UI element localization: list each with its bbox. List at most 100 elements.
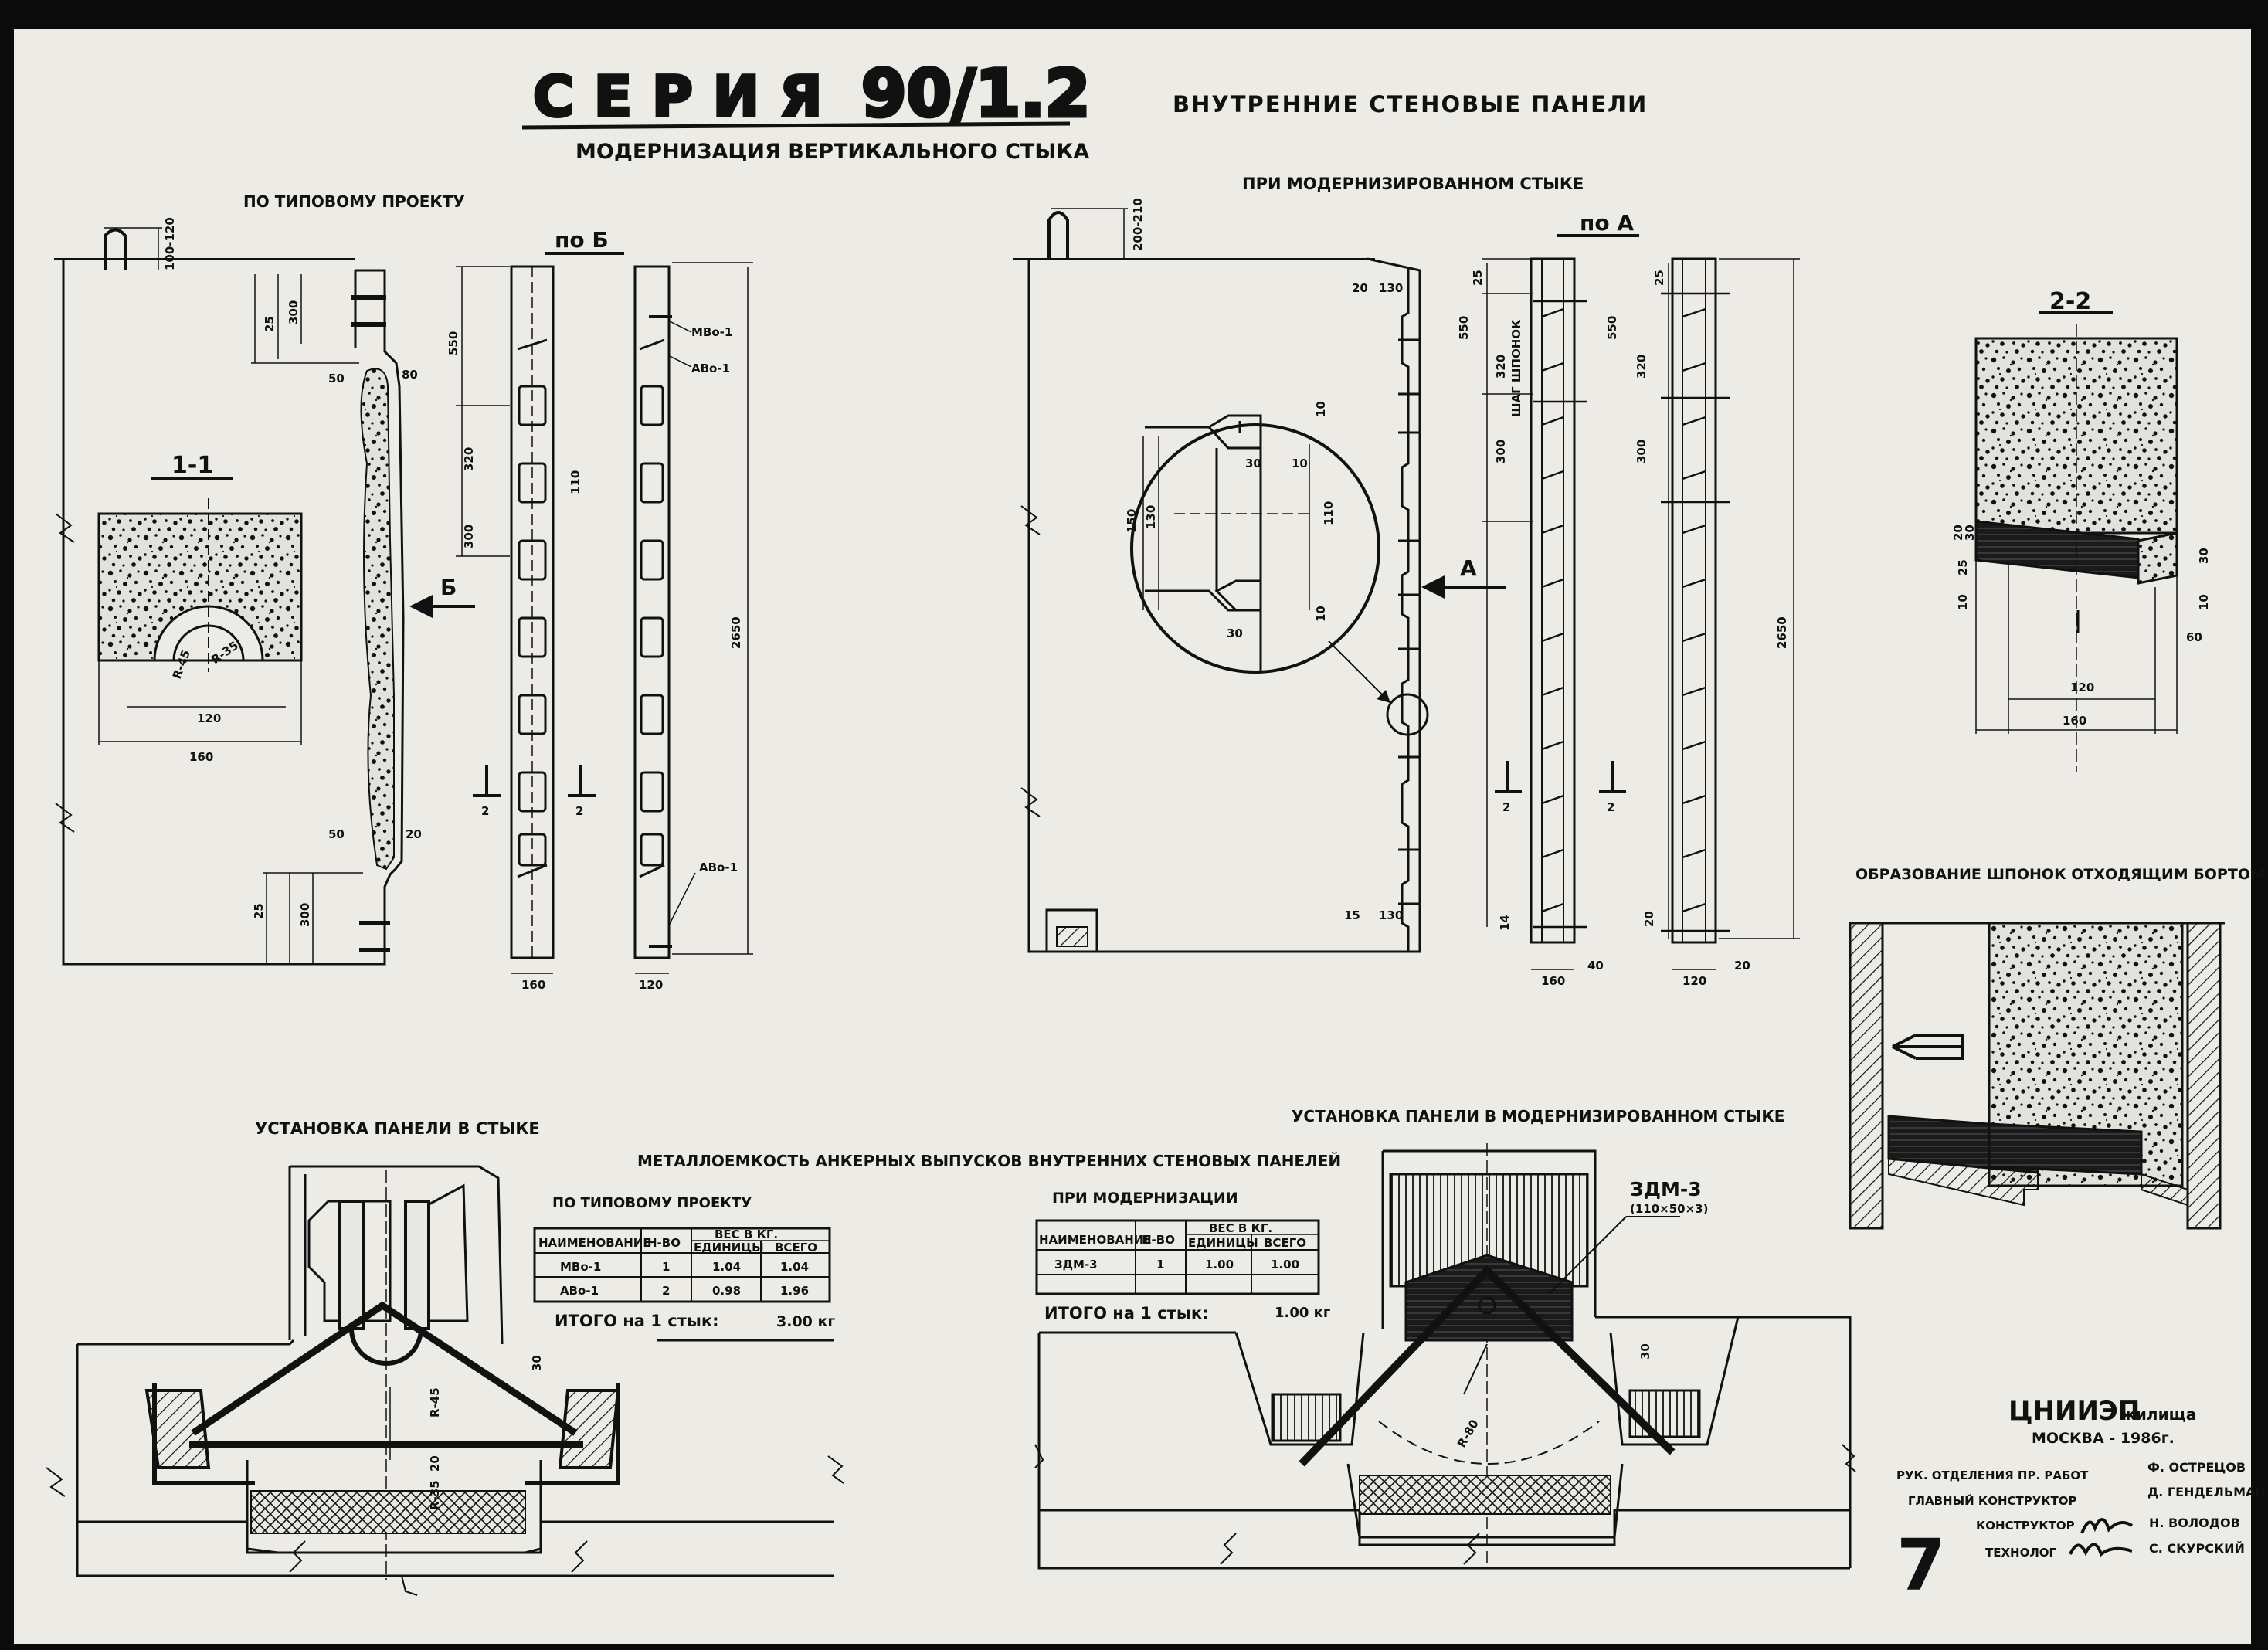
- section-2-2: 2-2 20 30 10 25 30 10 60 120 160: [1951, 288, 2211, 772]
- detail-dim-10b: 10: [1292, 457, 1308, 470]
- r-dim-shag: ШАГ ШПОНОК: [1509, 319, 1523, 417]
- s22-dim-10a: 10: [1956, 594, 1970, 610]
- org-city: МОСКВА - 1986г.: [2032, 1430, 2175, 1447]
- rebar-avo1-bot: АВо-1: [699, 861, 738, 874]
- typ-h-weight: ВЕС В КГ.: [715, 1227, 778, 1241]
- subtitle: МОДЕРНИЗАЦИЯ ВЕРТИКАЛЬНОГО СТЫКА: [575, 140, 1089, 164]
- left-top-dim: 100-120: [163, 217, 177, 270]
- bl-dim-20: 20: [428, 1455, 442, 1472]
- r-dim-300: 300: [1494, 440, 1508, 463]
- s22-dim-120: 120: [2070, 681, 2094, 694]
- section-2-2-label: 2-2: [2049, 288, 2091, 315]
- detail-dim-150: 150: [1125, 509, 1139, 533]
- modern-total-value: 1.00 кг: [1275, 1305, 1330, 1321]
- detail-dim-130: 130: [1144, 505, 1158, 529]
- stripA1-keys: [1533, 300, 1587, 929]
- signature-1: [2080, 1518, 2134, 1534]
- install-typical-title: УСТАНОВКА ПАНЕЛИ В СТЫКЕ: [255, 1119, 540, 1138]
- bl-dim-30: 30: [530, 1355, 544, 1371]
- typ-r1-unit: 1.04: [712, 1260, 741, 1274]
- callout-zdm3-size: (110×50×3): [1630, 1202, 1708, 1216]
- mark-2-left-b: 2: [575, 804, 583, 818]
- s22-dim-20: 20: [1951, 525, 1965, 541]
- mod-h-qty: Н-ВО: [1142, 1233, 1175, 1247]
- installation-modernized: УСТАНОВКА ПАНЕЛИ В МОДЕРНИЗИРОВАННОМ СТЫ…: [1034, 1107, 1856, 1570]
- s22-dim-25: 25: [1956, 559, 1970, 575]
- right-top-dim: 200-210: [1131, 198, 1145, 251]
- section-1-1-label: 1-1: [171, 452, 213, 479]
- panel-dim-130-bot: 130: [1379, 908, 1403, 922]
- dim-left-25: 25: [263, 316, 277, 332]
- sheet-number: 7: [1896, 1524, 1946, 1607]
- arrow-label-A: А: [1460, 555, 1477, 581]
- typ-h-name: НАИМЕНОВАНИЕ: [538, 1236, 651, 1250]
- typ-h-total: ВСЕГО: [775, 1241, 817, 1254]
- mod-r1-unit: 1.00: [1205, 1258, 1234, 1271]
- detail-dim-30a: 30: [1245, 457, 1261, 470]
- mod-r1-name: ЗДМ-3: [1054, 1258, 1098, 1271]
- title-block: ЦНИИЭП жилища МОСКВА - 1986г. РУК. ОТДЕЛ…: [1896, 1396, 2266, 1607]
- name-1: Ф. ОСТРЕЦОВ: [2147, 1460, 2246, 1475]
- mod-r1-qty: 1: [1156, 1258, 1164, 1271]
- dim-left-300b: 300: [298, 903, 312, 927]
- modern-table: НАИМЕНОВАНИЕ Н-ВО ВЕС В КГ. ЕДИНИЦЫ ВСЕГ…: [1035, 1219, 1320, 1295]
- r2-dim-320: 320: [1635, 355, 1648, 379]
- rebar-avo1-top: АВо-1: [691, 362, 730, 375]
- mod-h-unit: ЕДИНИЦЫ: [1188, 1236, 1258, 1250]
- forming-title: ОБРАЗОВАНИЕ ШПОНОК ОТХОДЯЩИМ БОРТОМ: [1855, 866, 2265, 883]
- metal-usage-section: МЕТАЛЛОЕМКОСТЬ АНКЕРНЫХ ВЫПУСКОВ ВНУТРЕН…: [533, 1152, 1341, 1330]
- joint-grout-strip: [360, 368, 395, 871]
- stripA2-keys: [1661, 292, 1730, 932]
- modern-table-title: ПРИ МОДЕРНИЗАЦИИ: [1052, 1190, 1238, 1207]
- modern-total-label: ИТОГО на 1 стык:: [1044, 1304, 1208, 1322]
- bl-dim-r45: R-45: [428, 1387, 442, 1417]
- role-1: РУК. ОТДЕЛЕНИЯ ПР. РАБОТ: [1896, 1468, 2089, 1482]
- typ-r2-qty: 2: [662, 1284, 670, 1298]
- installation-typical: УСТАНОВКА ПАНЕЛИ В СТЫКЕ 30 R-45 R-35 20: [46, 1119, 844, 1596]
- role-2: ГЛАВНЫЙ КОНСТРУКТОР: [1908, 1493, 2077, 1508]
- mark-2-right-a: 2: [1502, 800, 1510, 814]
- view-B-label: по Б: [555, 227, 609, 253]
- stripA2-20: 20: [1734, 959, 1750, 973]
- install-modern-title: УСТАНОВКА ПАНЕЛИ В МОДЕРНИЗИРОВАННОМ СТЫ…: [1292, 1107, 1784, 1125]
- org-sub: жилища: [2120, 1405, 2196, 1424]
- detail-dim-30b: 30: [1227, 626, 1243, 640]
- mark-2-right-b: 2: [1607, 800, 1614, 814]
- grout-bed-typical: [250, 1490, 526, 1534]
- r2-dim-20: 20: [1642, 911, 1656, 927]
- typ-r2-name: АВо-1: [560, 1284, 599, 1298]
- metal-usage-title: МЕТАЛЛОЕМКОСТЬ АНКЕРНЫХ ВЫПУСКОВ ВНУТРЕН…: [637, 1152, 1341, 1170]
- dim-2650-left: 2650: [729, 616, 743, 649]
- r-dim-550: 550: [1457, 316, 1471, 340]
- typ-r1-name: МВо-1: [560, 1260, 601, 1274]
- strip2-width: 120: [639, 978, 663, 992]
- detail-magnifier: [1130, 423, 1380, 674]
- panel-dim-20: 20: [1352, 281, 1368, 295]
- callout-zdm3: ЗДМ-3: [1630, 1178, 1702, 1200]
- typical-total-label: ИТОГО на 1 стык:: [555, 1312, 718, 1330]
- dim-left-80: 80: [402, 368, 418, 382]
- typ-r1-total: 1.04: [780, 1260, 809, 1274]
- typical-table-title: ПО ТИПОВОМУ ПРОЕКТУ: [552, 1195, 752, 1211]
- mod-r1-total: 1.00: [1271, 1258, 1299, 1271]
- typical-project-drawings: ПО ТИПОВОМУ ПРОЕКТУ 100-120 25 300 50 80: [54, 192, 753, 992]
- mod-h-weight: ВЕС В КГ.: [1209, 1221, 1272, 1235]
- r2-dim-300: 300: [1635, 440, 1648, 463]
- r2-dim-25: 25: [1652, 270, 1666, 286]
- dim-left-50b: 50: [328, 827, 345, 841]
- strip2-keys: [640, 385, 664, 867]
- dim-300: 300: [462, 525, 476, 548]
- s22-dim-10b: 10: [2197, 594, 2211, 610]
- arrow-label-B: Б: [440, 575, 457, 600]
- dim-550: 550: [446, 331, 460, 355]
- typ-h-unit: ЕДИНИЦЫ: [694, 1241, 764, 1254]
- typical-total-value: 3.00 кг: [776, 1313, 835, 1330]
- dim-left-300a: 300: [287, 300, 300, 324]
- detail-dim-10a: 10: [1314, 401, 1328, 417]
- br-dim-r80: R-80: [1455, 1417, 1482, 1450]
- s22-dim-60: 60: [2186, 630, 2202, 644]
- typ-h-qty: Н-ВО: [647, 1236, 681, 1250]
- view-A-label: по А: [1580, 210, 1634, 236]
- panel-dim-15: 15: [1344, 908, 1360, 922]
